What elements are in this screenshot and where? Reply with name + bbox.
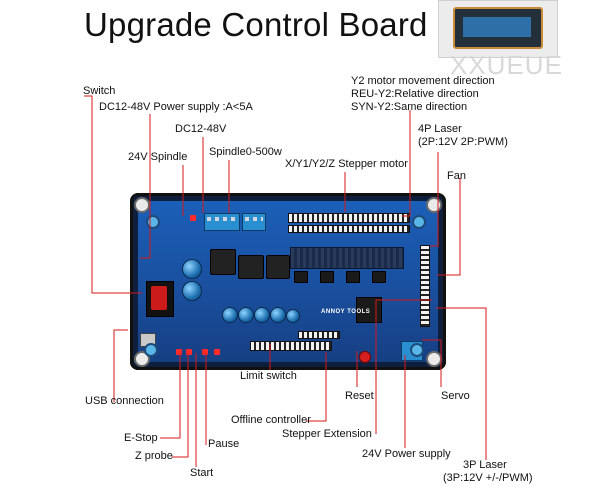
- servo-line: [422, 339, 442, 387]
- label-stepper-extension: Stepper Extension: [282, 428, 372, 440]
- standoff: [412, 215, 426, 229]
- capacitor: [270, 307, 286, 323]
- stepper-header: [288, 213, 410, 223]
- label-dc12-48v: DC12-48V: [175, 123, 227, 135]
- spindle-terminal: [242, 213, 266, 231]
- inductor: [210, 249, 236, 275]
- label-y2-line1: Y2 motor movement direction: [351, 75, 495, 87]
- zprobe-pin: [186, 349, 192, 355]
- standoff: [410, 343, 424, 357]
- mount-hole: [134, 197, 150, 213]
- label-spindle-500w: Spindle0-500w: [209, 146, 282, 158]
- start-pin: [202, 349, 208, 355]
- reset-button: [359, 351, 371, 363]
- label-usb: USB connection: [85, 395, 164, 407]
- power-led: [190, 215, 196, 221]
- offline-line: [306, 352, 327, 422]
- control-board: ANNOY TOOLS: [130, 193, 446, 370]
- laser3p-line: [436, 307, 487, 460]
- driver-chip: [346, 271, 360, 283]
- driver-chip: [320, 271, 334, 283]
- y2-direction-line: [402, 110, 411, 217]
- label-limit-switch: Limit switch: [240, 370, 297, 382]
- label-y2-line2: REU-Y2:Relative direction: [351, 88, 479, 100]
- power-switch: [146, 281, 174, 317]
- label-4p-laser: 4P Laser: [418, 123, 462, 135]
- standoff: [144, 343, 158, 357]
- label-y2-line3: SYN-Y2:Same direction: [351, 101, 468, 113]
- label-offline-controller: Offline controller: [231, 414, 311, 426]
- label-estop: E-Stop: [124, 432, 158, 444]
- estop-pin: [176, 349, 182, 355]
- usb-line: [113, 329, 128, 402]
- watermark: XXUEUE: [450, 50, 563, 80]
- label-3p-laser: 3P Laser: [463, 459, 507, 471]
- capacitor: [254, 307, 270, 323]
- estop-line: [160, 353, 181, 439]
- switch-line: [84, 95, 142, 294]
- diagram-title: Upgrade Control Board: [84, 6, 428, 43]
- zprobe-line: [172, 353, 189, 458]
- laser4p-line: [430, 152, 439, 247]
- extension-header: [298, 331, 340, 339]
- capacitor: [222, 307, 238, 323]
- device-photo: [453, 7, 543, 49]
- inductor: [266, 255, 290, 279]
- label-24v-spindle: 24V Spindle: [128, 151, 188, 163]
- label-power-supply: DC12-48V Power supply :A<5A: [99, 101, 253, 113]
- label-servo: Servo: [441, 390, 470, 402]
- capacitor: [238, 307, 254, 323]
- capacitor: [286, 309, 300, 323]
- limit-switch-header: [250, 341, 332, 351]
- driver-chip: [372, 271, 386, 283]
- label-start: Start: [190, 467, 214, 479]
- stepper-driver-row: [288, 225, 410, 233]
- inductor: [238, 255, 264, 279]
- label-4p-laser-detail: (2P:12V 2P:PWM): [418, 136, 508, 148]
- driver-chip: [294, 271, 308, 283]
- extension-line: [375, 299, 432, 434]
- label-zprobe: Z probe: [135, 450, 173, 462]
- power-line: [140, 114, 151, 259]
- label-24v-power: 24V Power supply: [362, 448, 451, 460]
- board-brand: ANNOY TOOLS: [321, 309, 371, 315]
- product-thumbnail: [438, 0, 558, 58]
- label-switch: Switch: [83, 85, 116, 97]
- right-header: [420, 245, 430, 327]
- label-pause: Pause: [208, 438, 240, 450]
- pcb: ANNOY TOOLS: [138, 201, 438, 363]
- power-terminal: [204, 213, 240, 231]
- label-stepper-motor: X/Y1/Y2/Z Stepper motor: [285, 158, 408, 170]
- mcu-chip: [356, 297, 382, 323]
- label-reset: Reset: [345, 390, 374, 402]
- heatsink: [290, 247, 404, 269]
- label-3p-laser-detail: (3P:12V +/-/PWM): [443, 472, 533, 484]
- label-fan: Fan: [447, 170, 466, 182]
- capacitor: [182, 259, 202, 279]
- capacitor: [182, 281, 202, 301]
- pause-pin: [214, 349, 220, 355]
- fan-line: [437, 178, 461, 276]
